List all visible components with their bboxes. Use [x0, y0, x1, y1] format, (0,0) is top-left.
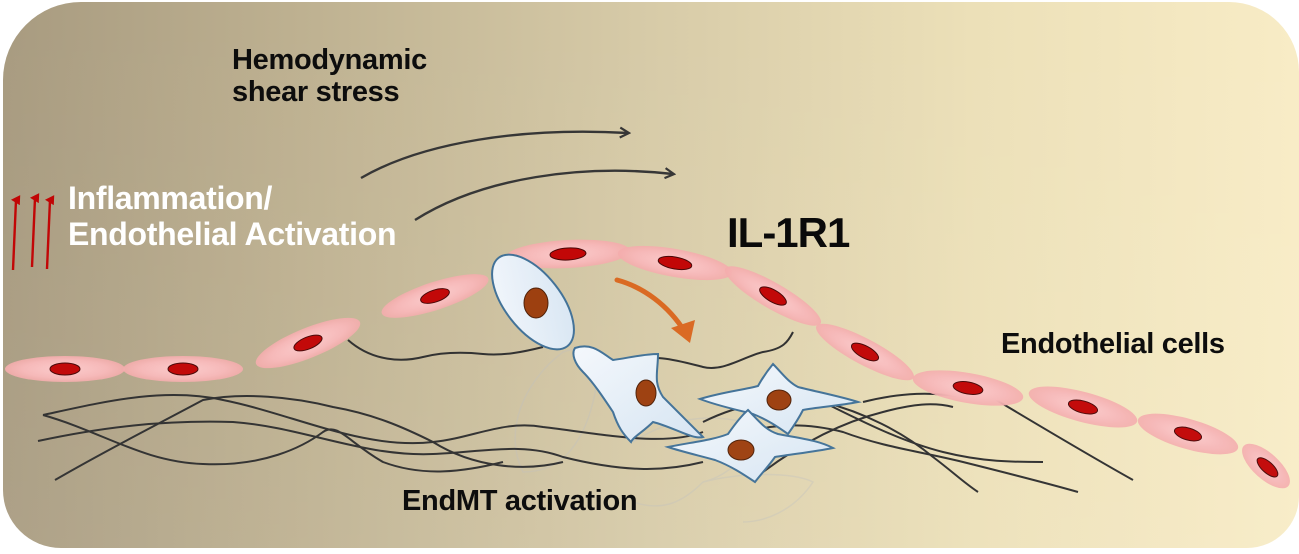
- endothelial-cell-layer: [5, 239, 1290, 489]
- inflammation-label: Inflammation/ Endothelial Activation: [68, 180, 397, 253]
- up-arrow-icon: [30, 193, 40, 268]
- endothelial-cell: [816, 323, 914, 381]
- inflammation-up-arrows: [11, 193, 55, 271]
- mesenchymal-cells: [491, 253, 862, 484]
- transitioning-cell-elongated: [491, 253, 575, 351]
- endothelial-cell: [1028, 386, 1138, 428]
- flow-arrow: [360, 132, 628, 180]
- inflammation-label-line1: Inflammation/: [68, 180, 273, 216]
- shear-stress-arrows: [360, 132, 673, 222]
- shear-stress-label-line2: shear stress: [232, 76, 400, 109]
- endothelial-cell: [1242, 443, 1290, 489]
- shear-stress-label: Hemodynamic shear stress: [232, 44, 427, 109]
- endothelial-cell: [724, 266, 822, 326]
- transitioning-cell-star: [572, 345, 705, 444]
- mesenchymal-cell-star: [696, 362, 862, 436]
- endothelial-cell: [5, 356, 125, 382]
- receptor-label: IL-1R1: [727, 209, 850, 256]
- up-arrow-icon: [45, 195, 55, 270]
- endothelial-cell: [1137, 413, 1239, 455]
- endothelial-cell: [506, 239, 630, 269]
- inflammation-label-line2: Endothelial Activation: [68, 216, 397, 253]
- diagram-panel: [3, 2, 1299, 548]
- endothelial-cell: [381, 274, 489, 318]
- endothelial-cell: [912, 370, 1024, 406]
- endothelial-cells-label: Endothelial cells: [1001, 328, 1225, 360]
- endothelial-cell: [617, 245, 733, 281]
- mesenchymal-cell-star: [664, 408, 836, 484]
- endothelial-cell: [123, 356, 243, 382]
- endmt-transition-arrow: [614, 277, 695, 343]
- endothelial-cell: [255, 317, 361, 369]
- diagram-artwork: [5, 2, 1290, 523]
- up-arrow-icon: [11, 195, 21, 271]
- flow-arrow: [414, 171, 673, 222]
- endmt-activation-label: EndMT activation: [402, 485, 638, 517]
- shear-stress-label-line1: Hemodynamic: [232, 44, 427, 76]
